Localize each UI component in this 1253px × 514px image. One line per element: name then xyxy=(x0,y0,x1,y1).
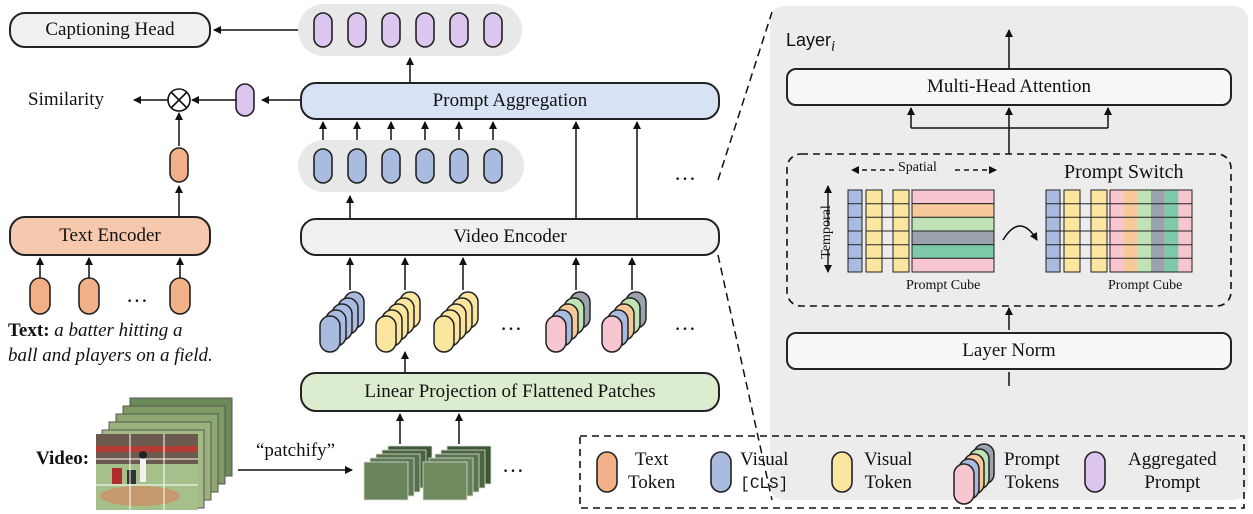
ellipsis-patches: … xyxy=(502,452,524,477)
legend-visual-token: Visual Token xyxy=(864,448,912,494)
legend-aggregated-icon xyxy=(1084,451,1106,493)
ellipsis-stacks-1: … xyxy=(500,310,522,335)
text-encoder-box: Text Encoder xyxy=(9,216,211,256)
prompt-token-stack-1 xyxy=(545,291,591,353)
legend-text-token-line1: Text xyxy=(634,449,669,470)
visual-token-stack-1 xyxy=(375,291,421,353)
patch-stack-1 xyxy=(363,445,433,501)
layer-subscript: i xyxy=(831,38,836,55)
legend-visual-token-line1: Visual xyxy=(864,449,913,470)
legend-text-token-line2: Token xyxy=(628,472,676,493)
legend-prompt-tokens-line2: Tokens xyxy=(1004,472,1060,493)
layer-title-text: Layer xyxy=(786,30,832,50)
linear-projection-box: Linear Projection of Flattened Patches xyxy=(300,372,720,412)
ellipsis-text-tokens: … xyxy=(126,282,148,307)
legend-aggregated-line2: Prompt xyxy=(1144,472,1201,493)
layer-title: Layeri xyxy=(786,30,835,56)
layer-norm-box: Layer Norm xyxy=(786,332,1232,370)
prompt-aggregation-box: Prompt Aggregation xyxy=(300,82,720,120)
prompt-cube-label-2: Prompt Cube xyxy=(1108,278,1183,293)
cls-token-stack xyxy=(319,291,365,353)
prompt-cube-label-1: Prompt Cube xyxy=(906,278,981,293)
legend-visual-cls-line2: [CLS] xyxy=(740,475,789,493)
prompt-switch-frame xyxy=(786,153,1232,307)
patch-stack-2 xyxy=(422,445,492,501)
video-label: Video: xyxy=(36,448,90,469)
visual-cls-tokens xyxy=(313,148,503,184)
switch-arrow xyxy=(1002,225,1038,241)
mha-box: Multi-Head Attention xyxy=(786,68,1232,106)
ellipsis-stacks-2: … xyxy=(674,310,696,335)
text-output-token xyxy=(169,147,189,183)
visual-token-stack-2 xyxy=(433,291,479,353)
ellipsis-tokens: … xyxy=(674,160,696,185)
legend-text-token: Text Token xyxy=(628,448,675,494)
text-caption-line1: a batter hitting a xyxy=(54,320,183,341)
text-input-tokens xyxy=(29,277,191,315)
legend-prompt-tokens-icon xyxy=(953,443,995,505)
legend-text-token-icon xyxy=(596,451,618,493)
similarity-aggregated-token xyxy=(235,83,255,117)
patchify-label: “patchify” xyxy=(256,440,336,461)
patch-grid xyxy=(96,434,198,510)
captioning-head-box: Captioning Head xyxy=(9,12,211,48)
prompt-token-stack-2 xyxy=(601,291,647,353)
aggregated-prompt-tokens xyxy=(313,12,503,48)
cube-left-grid xyxy=(848,203,862,259)
legend-aggregated-line1: Aggregated xyxy=(1128,449,1217,470)
zoom-line-bottom xyxy=(717,254,773,501)
video-frame-front xyxy=(96,434,198,510)
legend-frame xyxy=(579,435,1245,509)
spatial-label: Spatial xyxy=(898,160,937,175)
legend-visual-token-icon xyxy=(831,451,853,493)
legend-visual-cls-line1: Visual xyxy=(740,449,789,470)
legend-visual-token-line2: Token xyxy=(864,472,912,493)
otimes-icon xyxy=(167,88,191,112)
legend-visual-cls: Visual [CLS] xyxy=(740,448,788,496)
cube-left-rows xyxy=(911,189,995,273)
prompt-switch-label: Prompt Switch xyxy=(1064,161,1184,183)
legend-visual-cls-icon xyxy=(710,451,732,493)
legend-prompt-tokens: Prompt Tokens xyxy=(1004,448,1060,494)
text-caption: Text: a batter hitting a ball and player… xyxy=(8,318,213,368)
video-encoder-box: Video Encoder xyxy=(300,218,720,256)
similarity-label: Similarity xyxy=(28,89,104,110)
text-caption-line2: ball and players on a field. xyxy=(8,345,213,366)
zoom-line-top xyxy=(717,11,773,181)
legend-prompt-tokens-line1: Prompt xyxy=(1004,449,1060,470)
legend-aggregated: Aggregated Prompt xyxy=(1128,448,1217,494)
text-label: Text: xyxy=(8,320,50,341)
temporal-label: Temporal xyxy=(819,205,834,259)
